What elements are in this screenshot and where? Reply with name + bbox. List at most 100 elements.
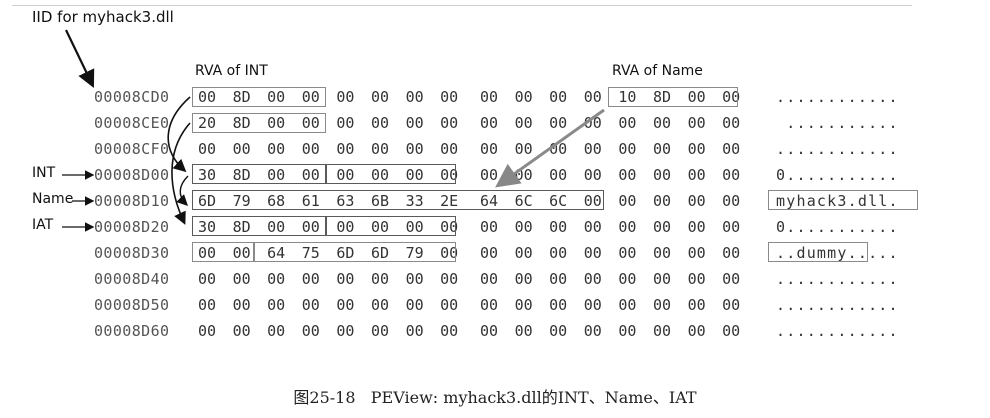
hex-byte: 8D: [232, 166, 251, 184]
hex-byte: 00: [687, 296, 706, 314]
hex-byte: 00: [440, 244, 459, 262]
iid-arrow: [65, 29, 95, 88]
figure-caption: 图25-18 PEView: myhack3.dll的INT、Name、IAT: [293, 388, 697, 407]
hex-byte: 00: [370, 114, 390, 132]
hex-byte: 00: [722, 218, 741, 236]
hex-byte: 00: [440, 296, 459, 314]
hex-byte: 00: [479, 296, 499, 314]
hex-byte: 00: [722, 88, 741, 106]
hex-byte: 00: [549, 270, 568, 288]
hex-byte: 00: [301, 166, 320, 184]
row-offset: 00008D30: [94, 244, 170, 262]
hex-byte: 00: [549, 244, 568, 262]
row-offset: 00008D60: [94, 322, 170, 340]
hex-byte: 6D: [370, 244, 390, 262]
hex-byte: 79: [405, 244, 424, 262]
hex-byte: 00: [440, 218, 459, 236]
hex-byte: 00: [514, 88, 533, 106]
hex-byte: 6C: [549, 192, 568, 210]
hex-byte: 00: [618, 114, 637, 132]
hex-byte: 8D: [652, 88, 672, 106]
hex-byte: 00: [722, 140, 741, 158]
row-offset: 00008D40: [94, 270, 170, 288]
hex-byte: 00: [687, 192, 706, 210]
hex-byte: 00: [652, 166, 672, 184]
hex-byte: 00: [440, 140, 459, 158]
hex-byte: 00: [687, 166, 706, 184]
hex-byte: 00: [549, 140, 568, 158]
row-ascii: 0...........: [776, 218, 899, 236]
hex-byte: 00: [618, 244, 637, 262]
hex-byte: 00: [197, 88, 217, 106]
hex-byte: 00: [687, 322, 706, 340]
hex-byte: 00: [583, 166, 602, 184]
hex-byte: 00: [652, 270, 672, 288]
iid-label: IID for myhack3.dll: [32, 8, 174, 26]
row-offset: 00008D00: [94, 166, 170, 184]
hex-byte: 00: [722, 166, 741, 184]
hex-byte: 00: [440, 270, 459, 288]
hex-byte: 00: [336, 322, 355, 340]
hex-byte: 61: [301, 192, 320, 210]
hex-byte: 68: [267, 192, 286, 210]
hex-byte: 00: [514, 296, 533, 314]
hex-byte: 00: [722, 114, 741, 132]
row-ascii: ............: [776, 296, 899, 314]
int-label: INT: [32, 165, 56, 181]
hex-byte: 00: [618, 192, 637, 210]
hex-byte: 75: [301, 244, 320, 262]
hex-byte: 00: [232, 296, 251, 314]
hex-byte: 00: [440, 114, 459, 132]
hex-byte: 00: [618, 322, 637, 340]
hex-byte: 00: [336, 114, 355, 132]
hex-byte: 00: [440, 166, 459, 184]
hex-byte: 00: [197, 296, 217, 314]
hex-byte: 00: [687, 140, 706, 158]
row-offset: 00008CF0: [94, 140, 170, 158]
hex-byte: 00: [301, 88, 320, 106]
hex-byte: 00: [687, 88, 706, 106]
hex-byte: 00: [370, 166, 390, 184]
hex-byte: 30: [197, 218, 217, 236]
top-rule: [12, 5, 912, 6]
hex-byte: 00: [301, 114, 320, 132]
hex-byte: 00: [549, 88, 568, 106]
hex-byte: 00: [301, 218, 320, 236]
name-label: Name: [32, 191, 74, 207]
hex-byte: 00: [197, 270, 217, 288]
hex-byte: 00: [549, 296, 568, 314]
row-ascii: ............: [776, 140, 899, 158]
hex-byte: 6B: [370, 192, 390, 210]
hex-byte: 00: [479, 244, 499, 262]
hex-byte: 00: [267, 166, 286, 184]
hex-byte: 00: [583, 270, 602, 288]
hex-byte: 00: [405, 322, 424, 340]
hex-byte: 00: [336, 88, 355, 106]
hex-byte: 00: [197, 140, 217, 158]
hex-byte: 00: [301, 322, 320, 340]
hex-byte: 00: [405, 270, 424, 288]
hex-byte: 00: [267, 296, 286, 314]
iat-label: IAT: [32, 217, 54, 233]
hex-byte: 00: [652, 244, 672, 262]
hex-byte: 00: [405, 88, 424, 106]
hex-byte: 00: [301, 140, 320, 158]
row-ascii: ............: [776, 88, 899, 106]
hex-byte: 00: [687, 218, 706, 236]
hex-byte: 20: [197, 114, 217, 132]
hex-byte: 00: [197, 244, 217, 262]
hex-byte: 00: [267, 218, 286, 236]
hex-byte: 00: [479, 270, 499, 288]
hex-byte: 00: [232, 140, 251, 158]
hex-byte: 6D: [197, 192, 217, 210]
hex-byte: 00: [267, 140, 286, 158]
hex-byte: 00: [549, 114, 568, 132]
hex-byte: 00: [267, 88, 286, 106]
